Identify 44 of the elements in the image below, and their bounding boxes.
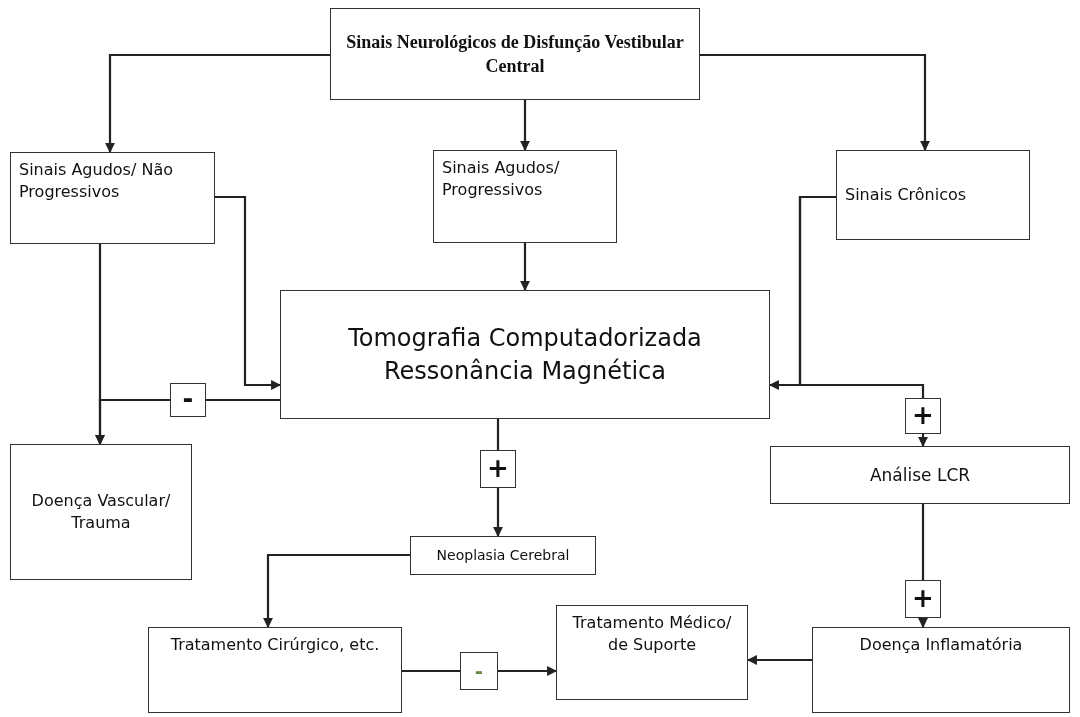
process-box (433, 150, 617, 243)
node-text: Sinais Agudos/ Progressivos (442, 157, 561, 201)
sign-box (170, 383, 206, 417)
process-box (836, 150, 1030, 240)
sign-box (905, 580, 941, 618)
node-text: Tomografia Computadorizada Ressonância Magnética (347, 323, 703, 387)
node-text: Neoplasia Cerebral (436, 546, 570, 565)
node-text: Sinais Agudos/ Não Progressivos (19, 159, 174, 203)
arrow (105, 53, 330, 153)
node-text: Doença Inflamatória (859, 634, 1023, 656)
arrow (700, 53, 930, 151)
arrow (520, 243, 530, 291)
process-box (280, 290, 770, 419)
node-text: Sinais Neurológicos de Disfunção Vestibular Central (345, 30, 685, 78)
node-text: Doença Vascular/ Trauma (30, 490, 172, 534)
process-box (10, 444, 192, 580)
process-box (556, 605, 748, 700)
arrow (215, 195, 281, 390)
arrow (95, 398, 170, 445)
sign-text: - (474, 657, 484, 685)
arrow (747, 655, 812, 665)
arrow (918, 618, 928, 628)
process-box (812, 627, 1070, 713)
process-box (148, 627, 402, 713)
sign-box (480, 450, 516, 488)
arrow (493, 488, 503, 537)
arrow (918, 434, 928, 447)
node-text: Tratamento Cirúrgico, etc. (170, 634, 380, 656)
process-box (10, 152, 215, 244)
sign-box (905, 398, 941, 434)
sign-box (460, 652, 498, 690)
process-box (410, 536, 596, 575)
node-text: Sinais Crônicos (845, 184, 967, 206)
arrow (520, 100, 530, 151)
sign-text: + (912, 582, 934, 616)
arrow (498, 666, 557, 676)
process-box (330, 8, 700, 100)
sign-text: + (487, 452, 509, 486)
arrow (263, 553, 410, 628)
node-text: Tratamento Médico/ de Suporte (571, 612, 733, 656)
sign-text: + (912, 399, 934, 433)
process-box (770, 446, 1070, 504)
sign-text: - (182, 383, 194, 417)
node-text: Análise LCR (869, 463, 971, 487)
